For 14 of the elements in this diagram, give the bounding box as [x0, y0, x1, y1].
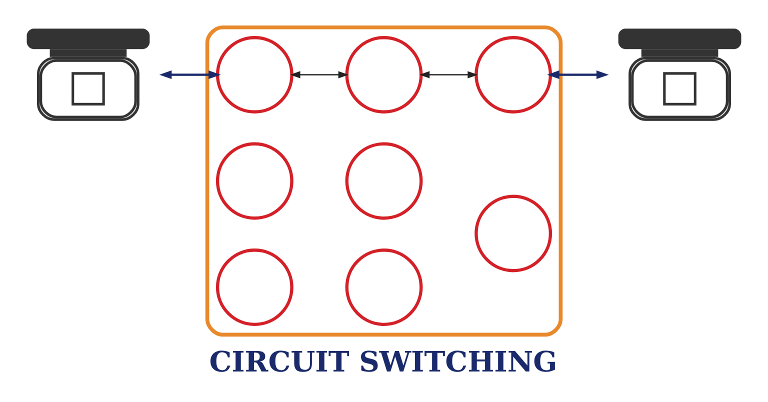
node-circle — [474, 194, 552, 272]
node-circle — [345, 36, 423, 113]
node-circle — [216, 248, 294, 326]
node-circle — [474, 36, 552, 113]
diagram-title: CIRCUIT SWITCHING — [209, 344, 558, 378]
arrow — [547, 70, 609, 79]
node-circle — [345, 142, 423, 220]
arrow — [159, 70, 221, 79]
arrow — [290, 70, 349, 78]
node-circle — [216, 142, 294, 220]
arrow — [419, 70, 478, 78]
cluster — [205, 24, 563, 336]
node-circle — [216, 36, 294, 113]
node-circle — [345, 248, 423, 326]
